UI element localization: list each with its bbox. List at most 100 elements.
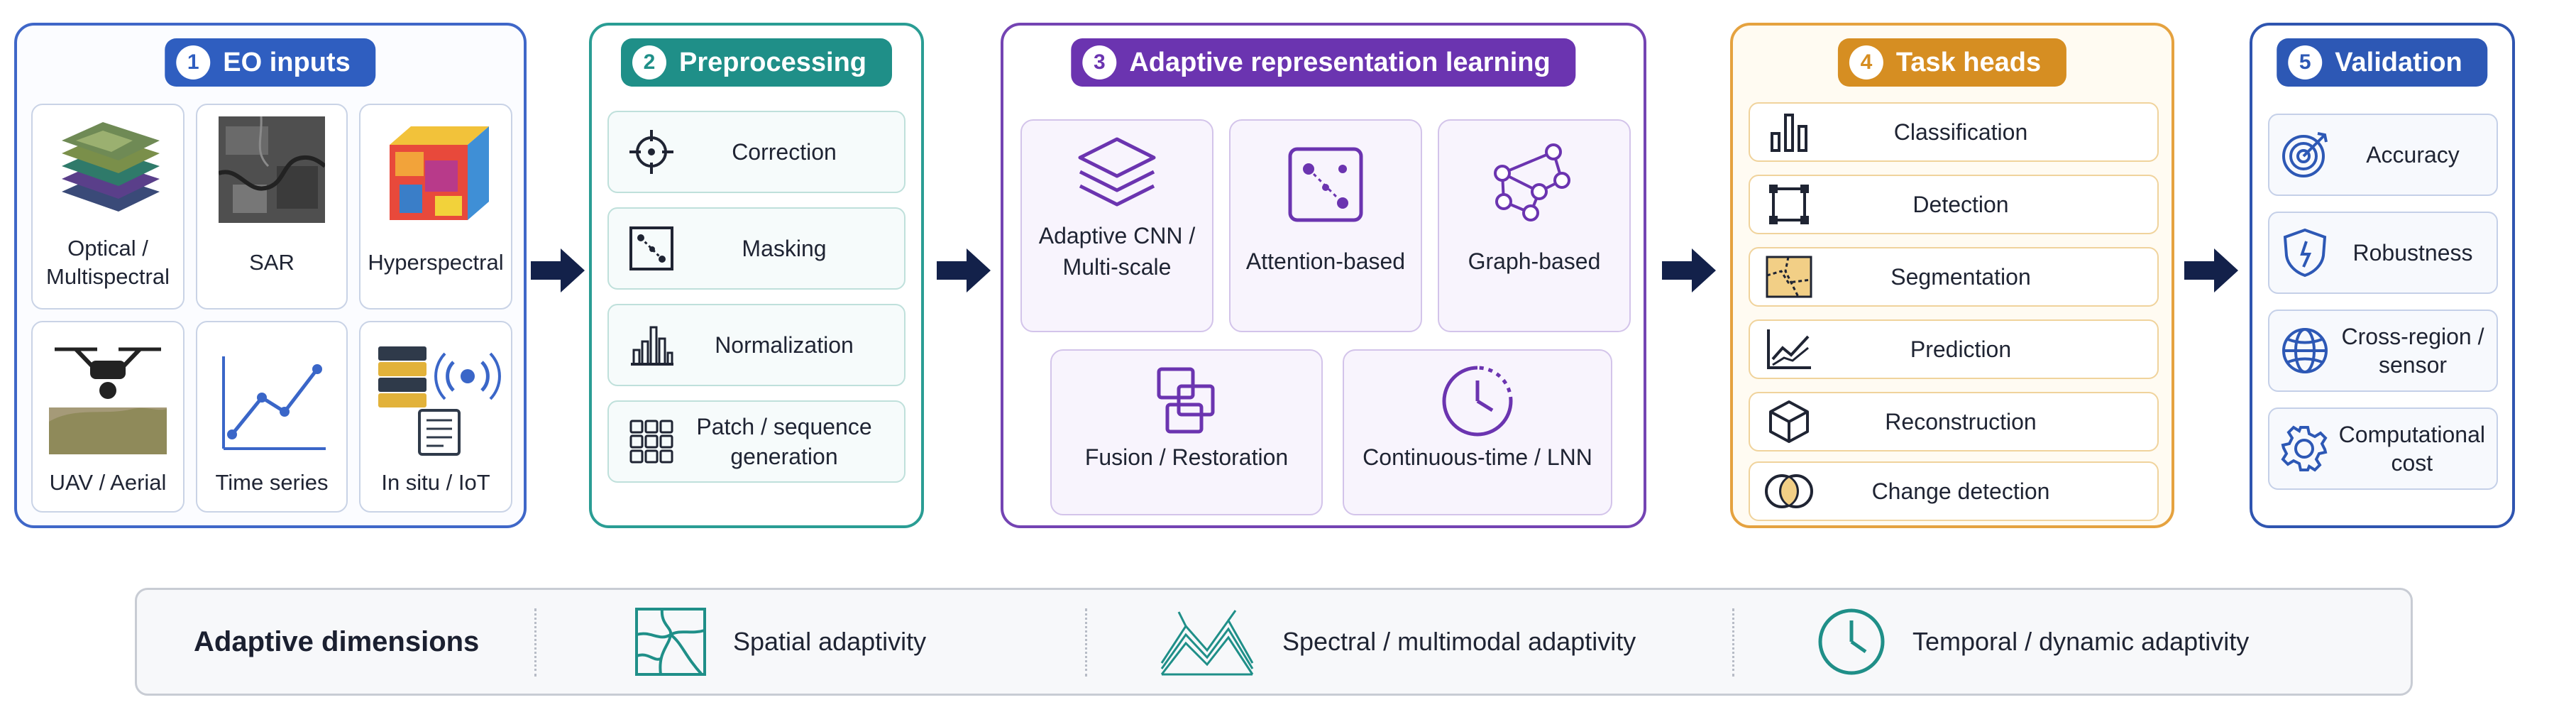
step-label: Patch / sequence generation [696,414,872,469]
flow-arrow-icon [1662,248,1716,292]
adaptive-dimensions-bar: Adaptive dimensions Spatial adaptivity [135,588,2413,696]
panel-title: Adaptive representation learning [1129,47,1551,77]
task-label: Segmentation [1890,264,2031,290]
step-label: Masking [742,236,827,261]
panel-eo-inputs: 1 EO inputs Optical / Multispectral SAR [14,23,527,528]
graph-nodes-icon [1494,143,1570,221]
model-fusion[interactable]: Fusion / Restoration [1050,349,1323,515]
fusion-icon [1157,367,1215,434]
panel-header: 3 Adaptive representation learning [1071,38,1576,87]
hyperspectral-cube-icon [390,126,489,220]
panel-preprocessing: 2 Preprocessing Correction Masking [589,23,924,528]
dimension-label: Spectral / multimodal adaptivity [1282,627,1636,656]
layer-stack-icon [62,122,160,212]
panel-representation-learning: 3 Adaptive representation learning Adapt… [1001,23,1646,528]
dimension-spatial: Spatial adaptivity [634,590,926,694]
dimension-spectral: Spectral / multimodal adaptivity [1157,590,1636,694]
card-label: Fusion / Restoration [1084,444,1289,470]
sar-image-icon [219,116,325,223]
divider [1732,608,1734,677]
model-continuous-time[interactable]: Continuous-time / LNN [1343,349,1612,515]
layers-icon [1078,137,1156,207]
step-masking[interactable]: Masking [607,207,906,290]
task-label: Classification [1893,119,2028,145]
task-prediction[interactable]: Prediction [1749,319,2159,379]
grid-icon [629,420,673,464]
flow-arrow-icon [937,248,991,292]
spatial-map-icon [635,608,706,676]
dimension-label: Spatial adaptivity [733,627,927,656]
model-adaptive-cnn[interactable]: Adaptive CNN / Multi-scale [1020,119,1213,332]
task-label: Detection [1912,192,2009,217]
bar-chart-icon [1771,114,1807,152]
input-sar[interactable]: SAR [196,104,348,310]
metric-label: Robustness [2352,240,2473,266]
panel-header: 1 EO inputs [165,38,376,87]
step-patch-generation[interactable]: Patch / sequence generation [607,400,906,483]
tile-label: Hyperspectral [368,250,504,275]
panel-validation: 5 Validation Accuracy Robustness [2250,23,2515,528]
input-uav[interactable]: UAV / Aerial [31,321,185,513]
segmentation-map-icon [1766,256,1812,298]
panel-title: Validation [2335,47,2462,77]
attention-frame-icon [1288,147,1363,222]
metric-label: Accuracy [2366,142,2460,168]
card-label: Graph-based [1468,248,1601,274]
input-hyperspectral[interactable]: Hyperspectral [359,104,512,310]
tile-label: UAV / Aerial [49,470,167,495]
model-attention[interactable]: Attention-based [1229,119,1422,332]
divider [534,608,536,677]
panel-header: 2 Preprocessing [621,38,892,87]
step-number: 3 [1082,45,1117,80]
input-time-series[interactable]: Time series [196,321,348,513]
panel-title: Preprocessing [679,47,866,77]
drone-icon [49,347,167,454]
step-label: Correction [732,139,837,165]
card-label: Attention-based [1245,248,1406,274]
model-graph[interactable]: Graph-based [1438,119,1631,332]
cube-icon [1769,400,1809,443]
step-number: 5 [2288,45,2323,80]
step-correction[interactable]: Correction [607,111,906,193]
input-optical[interactable]: Optical / Multispectral [31,104,185,310]
clock-icon [1818,608,1885,675]
task-label: Reconstruction [1885,409,2037,434]
dimension-label: Temporal / dynamic adaptivity [1912,627,2250,656]
gear-icon [2281,425,2328,472]
step-label: Normalization [715,332,854,358]
database-sensor-icon [378,346,501,456]
metric-robustness[interactable]: Robustness [2268,212,2498,294]
metric-label: Computational cost [2338,422,2485,476]
step-number: 2 [632,45,666,80]
input-in-situ[interactable]: In situ / IoT [359,321,512,513]
task-detection[interactable]: Detection [1749,175,2159,234]
tile-label: Time series [215,470,329,495]
metric-label: Cross-region / sensor [2341,324,2484,378]
task-classification[interactable]: Classification [1749,102,2159,162]
crosshair-icon [629,130,673,174]
task-reconstruction[interactable]: Reconstruction [1749,392,2159,451]
bounding-box-icon [1769,185,1809,224]
panel-task-heads: 4 Task heads Classification Detection Se… [1730,23,2174,528]
dimension-temporal: Temporal / dynamic adaptivity [1816,590,2249,694]
time-series-icon [222,356,326,450]
metric-cross-region[interactable]: Cross-region / sensor [2268,310,2498,392]
step-number: 1 [176,45,211,80]
metric-accuracy[interactable]: Accuracy [2268,114,2498,196]
step-normalization[interactable]: Normalization [607,304,906,386]
task-change-detection[interactable]: Change detection [1749,461,2159,521]
task-label: Prediction [1910,336,2012,362]
tile-label: In situ / IoT [381,470,490,495]
task-segmentation[interactable]: Segmentation [1749,247,2159,307]
trend-chart-icon [1767,329,1811,369]
tile-label: SAR [249,250,295,275]
target-icon [2282,132,2328,177]
panel-title: EO inputs [223,47,351,77]
flow-arrow-icon [531,248,585,292]
mask-frame-icon [629,226,673,270]
flow-arrow-icon [2184,248,2238,292]
overlap-circles-icon [1765,474,1813,508]
divider [1085,608,1087,677]
clock-icon [1442,366,1513,437]
metric-computational-cost[interactable]: Computational cost [2268,407,2498,490]
